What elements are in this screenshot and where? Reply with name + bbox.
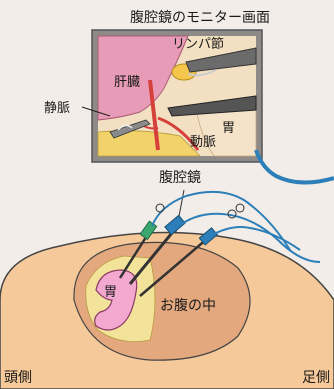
stomach-label: 胃	[104, 285, 117, 300]
lymph-node-label: リンパ節	[172, 37, 224, 52]
liver-label: 肝臓	[114, 75, 140, 90]
vein-label: 静脈	[44, 101, 70, 116]
stomach-monitor-label: 胃	[222, 121, 235, 136]
artery-label: 動脈	[190, 135, 216, 150]
head-side-label: 頭側	[4, 370, 32, 386]
monitor-title: 腹腔鏡のモニター画面	[130, 9, 270, 26]
laparoscope-label: 腹腔鏡	[159, 169, 201, 186]
abdomen-inside-label: お腹の中	[160, 297, 216, 314]
foot-side-label: 足側	[302, 370, 330, 386]
monitor-cable	[256, 150, 334, 183]
